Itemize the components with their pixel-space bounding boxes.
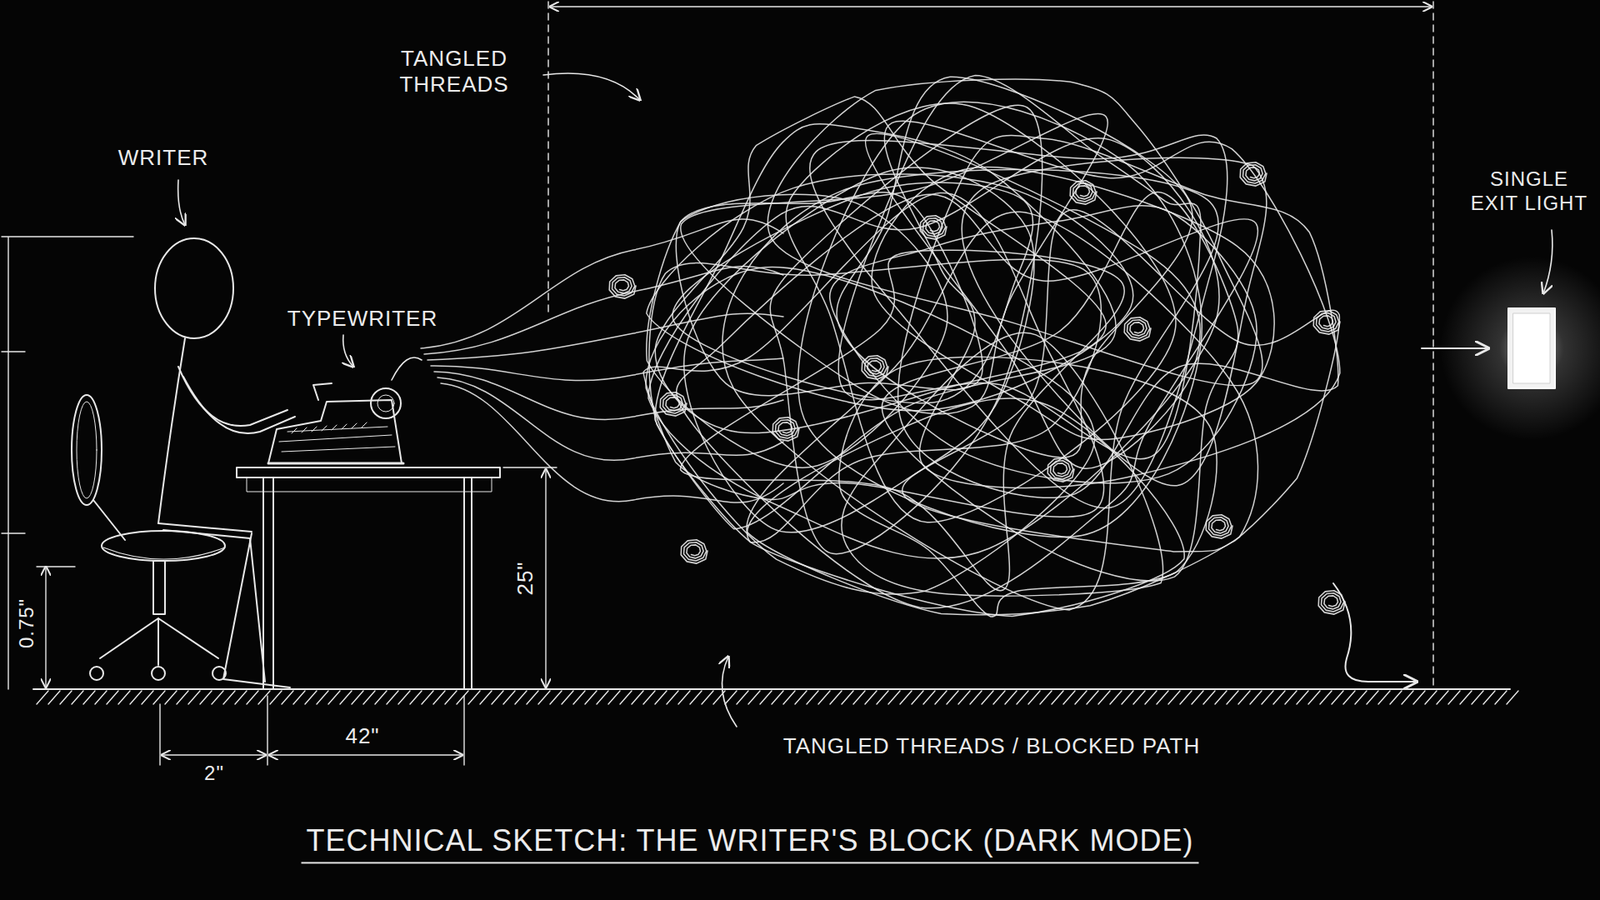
leader-line bbox=[721, 656, 737, 727]
floor-hatching bbox=[36, 690, 1519, 705]
floor-line bbox=[33, 688, 1510, 690]
dimension-label: 0.75" bbox=[15, 598, 40, 649]
dimension-label: 42" bbox=[345, 723, 380, 750]
callout-label: TYPEWRITER bbox=[287, 305, 438, 332]
callout-label: TANGLED THREADS bbox=[375, 45, 534, 98]
typewriter-drawing bbox=[268, 357, 422, 464]
dimension-label: 25" bbox=[512, 560, 539, 595]
leader-line bbox=[178, 180, 185, 225]
exit-arrow bbox=[1421, 347, 1489, 350]
callout-label: WRITER bbox=[118, 145, 210, 171]
dimension-label: 2" bbox=[204, 761, 225, 786]
desk bbox=[236, 467, 500, 690]
leader-line bbox=[1543, 230, 1553, 294]
leader-line bbox=[343, 335, 354, 367]
callout-label: SINGLE EXIT LIGHT bbox=[1466, 167, 1592, 216]
exit-thread bbox=[1333, 583, 1417, 682]
chair bbox=[71, 395, 226, 680]
diagram-title: TECHNICAL SKETCH: THE WRITER'S BLOCK (DA… bbox=[301, 822, 1200, 864]
leader-line bbox=[543, 73, 640, 100]
tangled-threads bbox=[420, 75, 1345, 617]
exit-light bbox=[1508, 308, 1555, 389]
dimension-lines bbox=[1, 1, 1434, 765]
callout-label: TANGLED THREADS / BLOCKED PATH bbox=[783, 733, 1201, 760]
